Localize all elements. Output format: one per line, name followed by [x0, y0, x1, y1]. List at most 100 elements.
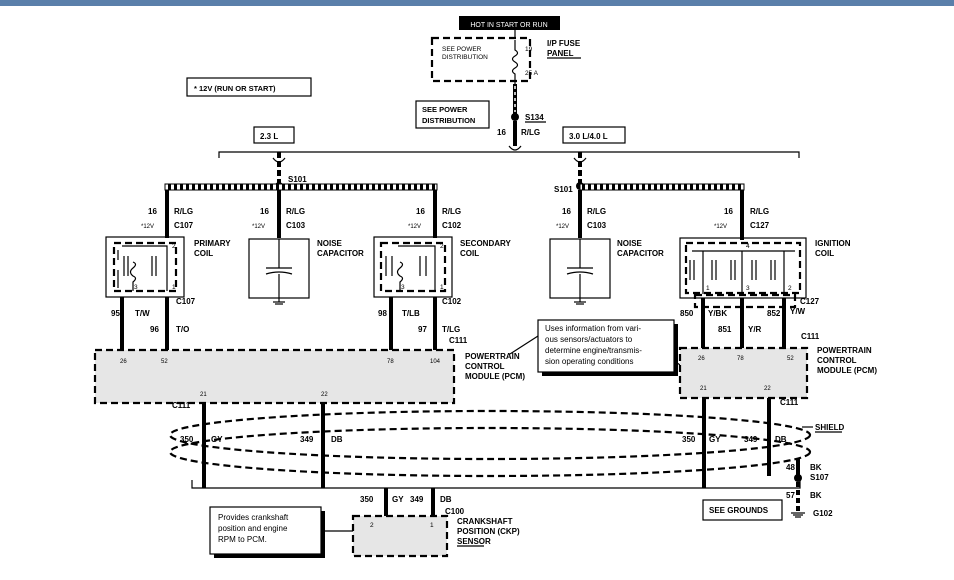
conn-c107-b: C107	[176, 297, 196, 306]
fuse-note-line2: DISTRIBUTION	[442, 54, 488, 61]
engine-left: 2.3 L	[260, 132, 278, 141]
ignition-coil: 4 1 3 2	[679, 237, 807, 299]
noise-left-label2: CAPACITOR	[317, 249, 364, 258]
fuse-panel-label2: PANEL	[547, 49, 574, 58]
s101-right-label: S101	[554, 185, 573, 194]
ign-pin1: 1	[706, 285, 710, 292]
shield-left-db: DB	[331, 435, 343, 444]
star-primary: *12V	[141, 224, 154, 230]
pcm-right: 26 78 52 21 22	[678, 346, 809, 400]
shield	[168, 409, 812, 478]
wire-ybk: Y/BK	[708, 309, 727, 318]
shield-right-350: 350	[682, 435, 696, 444]
conn-c100: C100	[445, 507, 465, 516]
s134-label: S134	[525, 113, 544, 122]
pcm-left-label3: MODULE (PCM)	[465, 372, 525, 381]
color-noise: R/LG	[286, 207, 305, 216]
pcm-left-pin78: 78	[387, 359, 394, 365]
wire-tlg: T/LG	[442, 325, 460, 334]
wire-yw: Y/W	[790, 307, 806, 316]
primary-pin3: 3	[134, 284, 138, 291]
conn-c127: C127	[750, 221, 770, 230]
secondary-pin3: 3	[401, 284, 405, 291]
secondary-coil: 2 3 1	[373, 236, 453, 298]
pcm-right-pin22: 22	[764, 386, 771, 392]
conn-c111-left: C111	[449, 336, 468, 345]
legend-12v: * 12V (RUN OR START)	[194, 84, 276, 93]
ign-label2: COIL	[815, 249, 834, 258]
conn-c103-left: C103	[286, 221, 306, 230]
pcm-left: 26 52 78 104 21 22	[93, 348, 456, 405]
primary-pin1: 1	[172, 284, 176, 291]
ckp-350: 350	[360, 495, 374, 504]
splice-s107	[794, 474, 802, 482]
wire-96: 96	[150, 325, 159, 334]
splice-s134	[511, 113, 519, 121]
noise-left-label1: NOISE	[317, 239, 343, 248]
window-top-bar	[0, 0, 954, 6]
ign-pin3: 3	[746, 285, 750, 292]
pcm-left-pin26: 26	[120, 359, 127, 365]
ign-pin4: 4	[746, 243, 750, 250]
ign-label1: IGNITION	[815, 239, 851, 248]
pcm-left-pin104: 104	[430, 359, 441, 365]
conn-c103-right: C103	[587, 221, 607, 230]
power-dist-box	[415, 100, 490, 129]
pcm-left-label2: CONTROL	[465, 362, 505, 371]
power-dist-line2: DISTRIBUTION	[422, 116, 475, 125]
hot-label-box	[459, 16, 560, 30]
color-noise-right: R/LG	[587, 207, 606, 216]
pcm-right-pin21: 21	[700, 386, 707, 392]
callout-line4: sion operating conditions	[545, 357, 634, 366]
pcm-left-label1: POWERTRAIN	[465, 352, 520, 361]
pcm-right-label1: POWERTRAIN	[817, 346, 872, 355]
wire-850: 850	[680, 309, 694, 318]
ckp-note-line2: position and engine	[218, 524, 288, 533]
ckp-349: 349	[410, 495, 424, 504]
ckp-pin2: 2	[370, 522, 374, 529]
s134-color: R/LG	[521, 128, 540, 137]
ckp-pin1: 1	[430, 522, 434, 529]
ckp-label1: CRANKSHAFT	[457, 517, 513, 526]
ckp-sensor: 2 1	[351, 514, 449, 558]
conn-c102: C102	[442, 221, 462, 230]
pcm-left-pin52: 52	[161, 359, 168, 365]
g102-label: G102	[813, 509, 833, 518]
shield-left-350: 350	[180, 435, 194, 444]
star-ign: *12V	[714, 224, 727, 230]
noise-right-label2: CAPACITOR	[617, 249, 664, 258]
ign-pin2: 2	[788, 285, 792, 292]
shield-left-349: 349	[300, 435, 314, 444]
power-dist-line1: SEE POWER	[422, 105, 468, 114]
wire-95: 95	[111, 309, 120, 318]
conn-c102-b: C102	[442, 297, 462, 306]
see-grounds-box	[702, 499, 783, 521]
callout-line3: determine engine/transmis-	[545, 346, 642, 355]
wire-to: T/O	[176, 325, 189, 334]
conn-c111-right: C111	[801, 332, 820, 341]
wire-bk-48: BK	[810, 463, 822, 472]
fuse-amps: 25 A	[525, 70, 539, 77]
see-grounds: SEE GROUNDS	[709, 506, 769, 515]
wire-48: 48	[786, 463, 795, 472]
engine-right-box	[562, 126, 626, 144]
s134-gauge: 16	[497, 128, 506, 137]
noise-capacitor-right	[549, 238, 611, 305]
ip-fuse-panel: SEE POWER DISTRIBUTION 19 25 A I/P FUSE …	[430, 36, 581, 84]
s101-left-label: S101	[288, 175, 307, 184]
conn-c111-shield-left: C111	[172, 401, 191, 410]
legend-12v-box	[186, 77, 312, 97]
pcm-right-pin52: 52	[787, 356, 794, 362]
pcm-right-pin78: 78	[737, 356, 744, 362]
noise-capacitor-left	[248, 238, 310, 305]
s107-label: S107	[810, 473, 829, 482]
primary-pin2: 2	[172, 243, 176, 250]
wire-yr: Y/R	[748, 325, 762, 334]
shield-left-gy: GY	[211, 435, 223, 444]
shield-right-db: DB	[775, 435, 787, 444]
primary-coil: 2 3 1	[105, 236, 185, 298]
pcm-left-pin21: 21	[200, 392, 207, 398]
gauge-primary: 16	[148, 207, 157, 216]
wire-57: 57	[786, 491, 795, 500]
gauge-ign: 16	[724, 207, 733, 216]
